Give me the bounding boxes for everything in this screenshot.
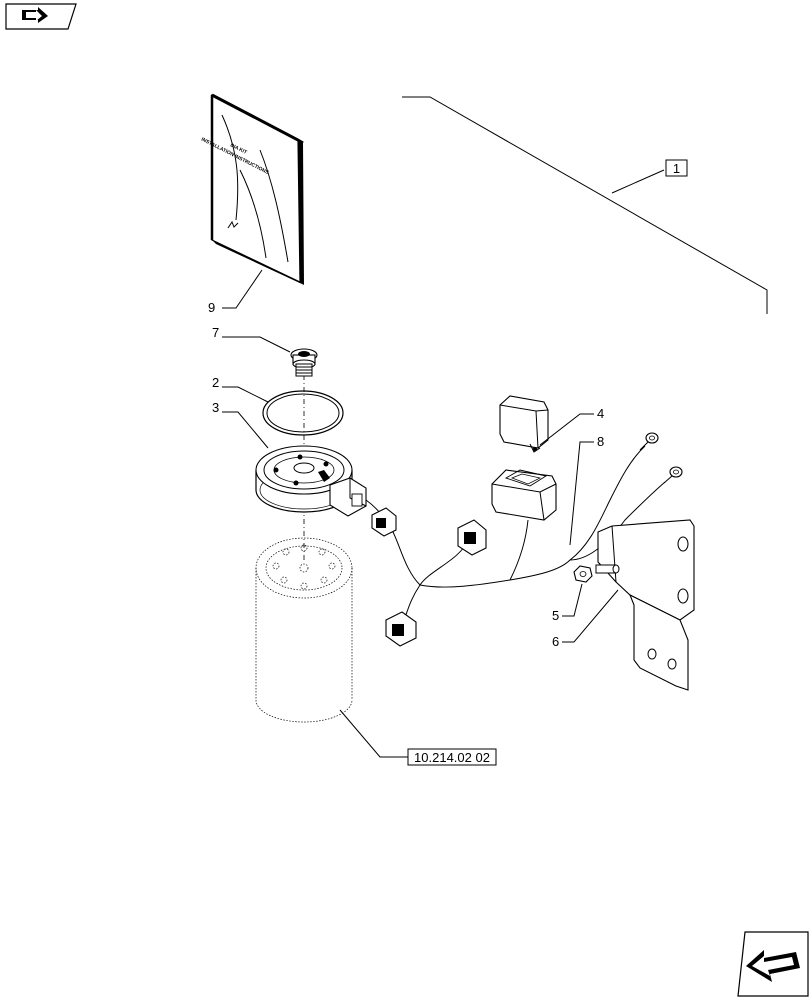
callout-2: 2 (212, 375, 269, 403)
relay (499, 395, 549, 453)
callout-6: 6 (552, 589, 619, 649)
callout-6-leader (562, 589, 619, 643)
callout-9-leader (222, 269, 263, 309)
callout-6-label: 6 (552, 634, 559, 649)
callout-4-leader (539, 413, 594, 446)
callout-5-leader (562, 583, 583, 617)
kit-bracket-line (402, 96, 768, 314)
instruction-booklet: DIA KIT INSTALLATION INSTRUCTIONS (200, 93, 304, 285)
callout-3-label: 3 (212, 400, 219, 415)
harness-connector-b (457, 519, 487, 556)
callout-8: 8 (569, 434, 604, 546)
callout-8-leader (569, 441, 594, 546)
callout-5-label: 5 (552, 608, 559, 623)
next-page-button[interactable] (737, 931, 809, 997)
filter-reference-leader (339, 709, 408, 758)
callout-7-leader (222, 336, 291, 353)
nut-bolt (573, 564, 620, 583)
control-module (491, 469, 557, 521)
kit-leader (611, 169, 665, 194)
ring-terminal-1 (639, 432, 659, 451)
harness-connector-a (371, 507, 397, 537)
callout-4: 4 (539, 406, 604, 446)
fuel-filter (255, 537, 353, 723)
kit-reference: 1 (402, 96, 768, 314)
callout-9-label: 9 (208, 300, 215, 315)
kit-reference-number: 1 (673, 161, 680, 176)
ring-terminal-2 (663, 466, 683, 484)
o-ring (262, 390, 344, 436)
kit-reference-box (665, 159, 688, 177)
drain-plug (290, 348, 318, 377)
callout-3: 3 (212, 400, 269, 449)
arrow-right-icon (22, 7, 48, 23)
filter-reference-text: 10.214.02 02 (414, 750, 490, 765)
filter-reference: 10.214.02 02 (339, 709, 497, 766)
callout-4-label: 4 (597, 406, 604, 421)
callout-3-leader (222, 411, 269, 449)
callout-7: 7 (212, 325, 291, 353)
prev-page-button[interactable] (5, 3, 77, 30)
callout-2-leader (222, 386, 269, 403)
callout-7-label: 7 (212, 325, 219, 340)
wiring-harness (365, 432, 683, 647)
filter-reference-box (407, 748, 497, 766)
callout-8-label: 8 (597, 434, 604, 449)
arrow-left-icon (746, 950, 800, 982)
sensor-head (255, 445, 367, 517)
callout-9: 9 (208, 269, 263, 315)
callout-2-label: 2 (212, 375, 219, 390)
harness-connector-c (385, 611, 417, 647)
callout-5: 5 (552, 583, 583, 623)
mounting-bracket (597, 519, 695, 691)
